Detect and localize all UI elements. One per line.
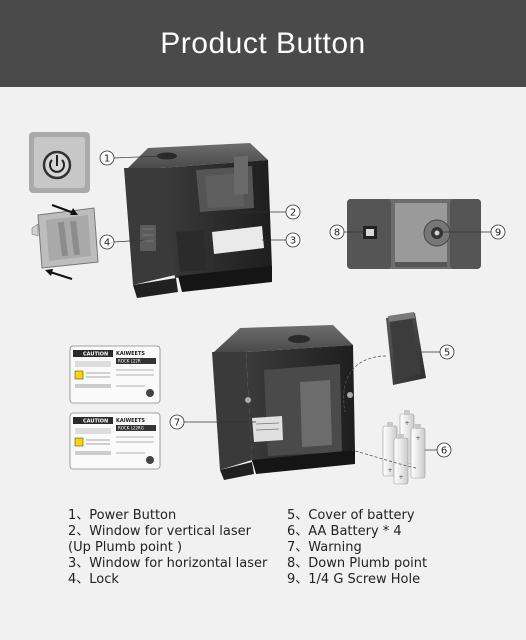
callout-number: 2 [290, 208, 296, 219]
callout-1: 1 [99, 150, 163, 166]
battery-cover [386, 312, 426, 385]
legend-item: 8、Down Plumb point [287, 556, 428, 571]
legend-item: 3、Window for horizontal laser [68, 556, 268, 571]
legend-item: 5、Cover of battery [287, 508, 415, 523]
callout-9: 9 [442, 224, 506, 240]
callout-number: 5 [444, 348, 450, 359]
laser-level-bottom [347, 199, 481, 269]
slide-arrow-right-icon [51, 204, 78, 215]
warning-label-b: CAUTION KAIWEETS ROCK L22RG [69, 412, 161, 470]
legend-item: 9、1/4 G Screw Hole [287, 572, 421, 587]
svg-text:+: + [415, 435, 420, 442]
svg-text:+: + [404, 420, 409, 427]
callout-number: 9 [495, 228, 501, 239]
model-text: ROCK L22RG [118, 426, 144, 431]
legend-item: 7、Warning [287, 540, 362, 555]
page-title: Product Button [160, 26, 366, 60]
model-text: ROCK L22R [118, 359, 141, 364]
brand-text: KAIWEETS [116, 418, 145, 424]
callout-number: 8 [334, 228, 340, 239]
legend-right: 5、Cover of battery 6、AA Battery * 4 7、Wa… [287, 508, 517, 588]
callout-3: 3 [262, 232, 301, 248]
legend-item: 4、Lock [68, 572, 119, 587]
callout-number: 1 [104, 154, 110, 165]
warning-label-a: CAUTION KAIWEETS ROCK L22R [69, 345, 161, 404]
legend-item: 2、Window for vertical laser [68, 524, 251, 539]
callout-number: 6 [441, 446, 447, 457]
callout-2: 2 [240, 204, 301, 220]
callout-number: 7 [174, 418, 180, 429]
callout-4: 4 [99, 234, 146, 250]
legend-item: 1、Power Button [68, 508, 177, 523]
insertion-path [351, 449, 417, 469]
callout-7: 7 [169, 414, 256, 430]
brand-text: KAIWEETS [116, 351, 145, 357]
callout-5: 5 [420, 344, 455, 360]
slide-arrow-left-icon [45, 269, 73, 280]
laser-level-back [212, 325, 355, 480]
callout-6: 6 [425, 442, 452, 458]
power-button-inset [29, 132, 90, 193]
legend-item: 6、AA Battery * 4 [287, 524, 402, 539]
caution-text: CAUTION [83, 419, 108, 425]
product-diagram: CAUTION KAIWEETS ROCK L22R CAUTION KAIWE… [29, 132, 506, 485]
svg-text:+: + [398, 474, 403, 481]
legend-item: (Up Plumb point ) [68, 540, 183, 555]
callout-number: 3 [290, 236, 296, 247]
callout-8: 8 [329, 224, 366, 240]
lock-plate [31, 207, 99, 269]
callout-number: 4 [104, 238, 110, 249]
laser-level-front [124, 143, 272, 298]
legend-left: 1、Power Button 2、Window for vertical las… [68, 508, 283, 588]
power-icon [49, 155, 65, 173]
battery-icon: + [393, 434, 409, 485]
aa-batteries: + + + + [382, 410, 426, 485]
insertion-path [343, 355, 387, 413]
svg-text:+: + [387, 467, 392, 474]
header-banner: Product Button [0, 0, 526, 87]
battery-icon: + [410, 424, 426, 479]
caution-text: CAUTION [83, 352, 108, 358]
